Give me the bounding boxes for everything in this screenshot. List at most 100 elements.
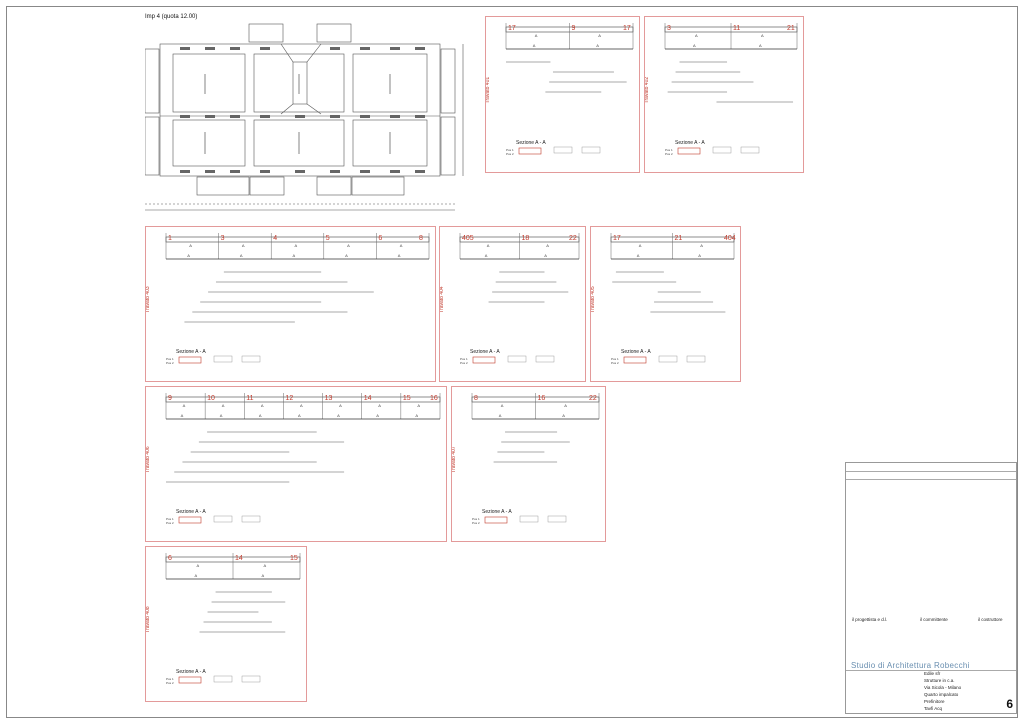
section-marker: A xyxy=(562,413,565,418)
section-title: Sezione A - A xyxy=(176,669,206,675)
panel-label: Travato 408 xyxy=(146,606,151,633)
beam-elevation xyxy=(165,236,430,243)
section-marker: A xyxy=(295,243,298,248)
section-title: Sezione A - A xyxy=(621,349,651,355)
section-detail xyxy=(658,355,678,363)
section-outline xyxy=(677,147,701,155)
node-label: 3 xyxy=(221,235,225,242)
section-marker: A xyxy=(564,403,567,408)
section-detail xyxy=(213,515,233,523)
node-label: 13 xyxy=(325,395,333,402)
panel-label: Travato 402 xyxy=(645,77,650,104)
pilaster-label: Pos 2 xyxy=(472,521,480,525)
section-detail xyxy=(535,355,555,363)
section-marker: A xyxy=(339,403,342,408)
section-detail xyxy=(519,515,539,523)
section-detail xyxy=(213,675,233,683)
section-detail xyxy=(581,146,601,154)
section-marker: A xyxy=(345,253,348,258)
title-block: il progettista e d.l. il committente il … xyxy=(845,462,1017,714)
section-outline xyxy=(518,147,542,155)
section-detail xyxy=(712,146,732,154)
section-marker: A xyxy=(400,243,403,248)
node-label: 16 xyxy=(538,395,546,402)
node-label: 5 xyxy=(326,235,330,242)
section-outline xyxy=(623,356,647,364)
section-marker: A xyxy=(695,33,698,38)
section-marker: A xyxy=(378,403,381,408)
section-marker: A xyxy=(485,253,488,258)
section-outline xyxy=(484,516,508,524)
project-line-6: Tavfi Acq xyxy=(924,706,943,711)
panel-label: Travato 405 xyxy=(591,286,596,313)
node-label: 14 xyxy=(364,395,372,402)
node-label: 8 xyxy=(474,395,478,402)
section-detail xyxy=(507,355,527,363)
section-outline xyxy=(178,516,202,524)
section-title: Sezione A - A xyxy=(516,140,546,146)
section-marker: A xyxy=(417,403,420,408)
section-marker: A xyxy=(759,43,762,48)
section-marker: A xyxy=(499,413,502,418)
node-label: 15 xyxy=(290,555,298,562)
section-outline xyxy=(178,676,202,684)
section-detail xyxy=(241,515,261,523)
role-designer: il progettista e d.l. xyxy=(852,617,888,622)
section-marker: A xyxy=(187,253,190,258)
pilaster-label: Pos 1 xyxy=(460,357,468,361)
node-label: 18 xyxy=(522,235,530,242)
panel-label: Travato 401 xyxy=(486,77,491,104)
node-label: 16 xyxy=(430,395,438,402)
panel-label: Travato 407 xyxy=(452,446,457,473)
node-label: 404 xyxy=(724,235,736,242)
pilaster-label: Pos 2 xyxy=(166,681,174,685)
section-title: Sezione A - A xyxy=(176,509,206,515)
pilaster-label: Pos 1 xyxy=(166,677,174,681)
node-label: 1 xyxy=(168,235,172,242)
panel-label: Travato 404 xyxy=(440,286,445,313)
project-line-3: Via Sicola - Milano xyxy=(924,685,962,690)
section-marker: A xyxy=(347,243,350,248)
pilaster-label: Pos 2 xyxy=(460,361,468,365)
node-label: 17 xyxy=(613,235,621,242)
plan-title: Imp 4 (quota 12.00) xyxy=(145,14,198,20)
section-marker: A xyxy=(376,413,379,418)
section-marker: A xyxy=(240,253,243,258)
section-marker: A xyxy=(700,243,703,248)
section-title: Sezione A - A xyxy=(675,140,705,146)
pilaster-label: Pos 1 xyxy=(506,148,514,152)
section-title: Sezione A - A xyxy=(176,349,206,355)
title-block-rule xyxy=(846,670,1016,671)
section-marker: A xyxy=(544,253,547,258)
section-marker: A xyxy=(262,573,265,578)
pilaster-label: Pos 2 xyxy=(506,152,514,156)
pilaster-label: Pos 1 xyxy=(166,357,174,361)
node-label: 17 xyxy=(623,25,631,32)
node-label: 22 xyxy=(569,235,577,242)
pilaster-label: Pos 2 xyxy=(166,361,174,365)
title-block-rule xyxy=(846,479,1016,480)
title-block-rule xyxy=(846,471,1016,472)
section-detail xyxy=(553,146,573,154)
section-detail xyxy=(241,355,261,363)
node-label: 11 xyxy=(733,25,740,32)
section-detail xyxy=(241,675,261,683)
section-marker: A xyxy=(183,403,186,408)
section-marker: A xyxy=(181,413,184,418)
section-marker: A xyxy=(293,253,296,258)
section-detail xyxy=(547,515,567,523)
section-marker: A xyxy=(197,563,200,568)
studio-name: Studio di Architettura Robecchi xyxy=(851,661,970,670)
node-label: 14 xyxy=(235,555,243,562)
pilaster-label: Pos 1 xyxy=(166,517,174,521)
